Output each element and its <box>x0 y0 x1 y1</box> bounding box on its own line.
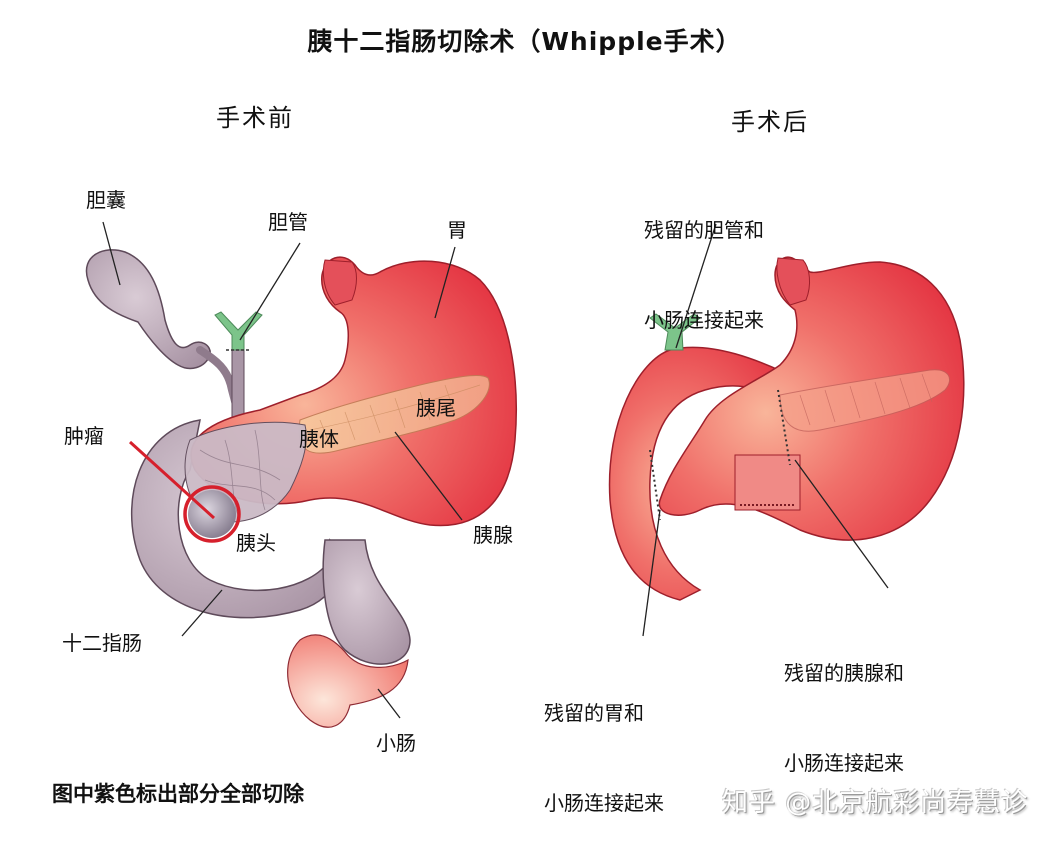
bile-duct-after-shape <box>649 313 701 351</box>
page-title: 胰十二指肠切除术（Whipple手术） <box>307 27 742 56</box>
label-bile-duct-join: 残留的胆管和 小肠连接起来 <box>644 155 764 365</box>
before-illustration <box>85 221 517 728</box>
label-duodenum: 十二指肠 <box>62 631 142 655</box>
label-pancreas-join-line2: 小肠连接起来 <box>784 751 904 775</box>
pancreas-shape <box>298 375 490 454</box>
watermark: 知乎 @北京航彩尚寿慧诊 <box>722 788 1029 818</box>
label-stomach-join-line1: 残留的胃和 <box>544 701 644 725</box>
label-stomach-join: 残留的胃和 小肠连接起来 <box>544 638 664 848</box>
label-gallbladder: 胆囊 <box>86 188 126 212</box>
label-stomach-join-line2: 小肠连接起来 <box>544 791 664 815</box>
label-bile-duct: 胆管 <box>268 210 308 234</box>
after-illustration <box>608 223 965 637</box>
after-heading: 手术后 <box>731 108 809 136</box>
label-pancreas-head: 胰头 <box>236 531 276 555</box>
label-pancreas-tail: 胰尾 <box>416 396 456 420</box>
label-pancreas-join-line1: 残留的胰腺和 <box>784 661 904 685</box>
label-pancreas-join: 残留的胰腺和 小肠连接起来 <box>784 598 904 808</box>
bile-duct-green <box>214 311 263 351</box>
label-pancreas-body: 胰体 <box>299 427 339 451</box>
tumor-shape <box>188 490 236 538</box>
gallbladder-shape <box>85 249 211 370</box>
label-tumor: 肿瘤 <box>64 424 104 448</box>
label-small-intestine: 小肠 <box>376 731 416 755</box>
tumor-pointer-line <box>128 440 216 520</box>
footnote: 图中紫色标出部分全部切除 <box>52 782 304 806</box>
label-pancreas: 胰腺 <box>473 523 513 547</box>
label-bile-duct-join-line2: 小肠连接起来 <box>644 308 764 332</box>
before-heading: 手术前 <box>216 104 294 132</box>
label-bile-duct-join-line1: 残留的胆管和 <box>644 218 764 242</box>
label-stomach: 胃 <box>447 218 467 242</box>
tumor-highlight-circle <box>183 485 241 543</box>
